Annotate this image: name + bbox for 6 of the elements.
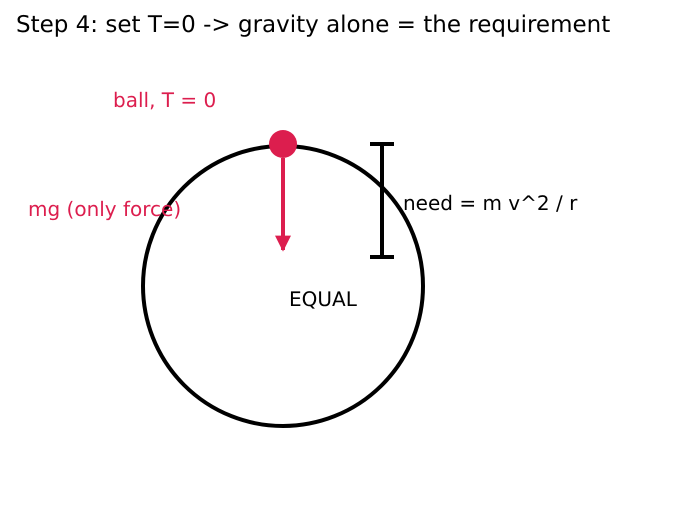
dimension-label: need = m v^2 / r: [403, 191, 578, 215]
circle-label: EQUAL: [289, 287, 357, 311]
arrow: [275, 158, 291, 252]
ball-label: ball, T = 0: [113, 88, 216, 112]
ball-dot: [269, 130, 297, 158]
title: Step 4: set T=0 -> gravity alone = the requirement: [16, 12, 610, 39]
